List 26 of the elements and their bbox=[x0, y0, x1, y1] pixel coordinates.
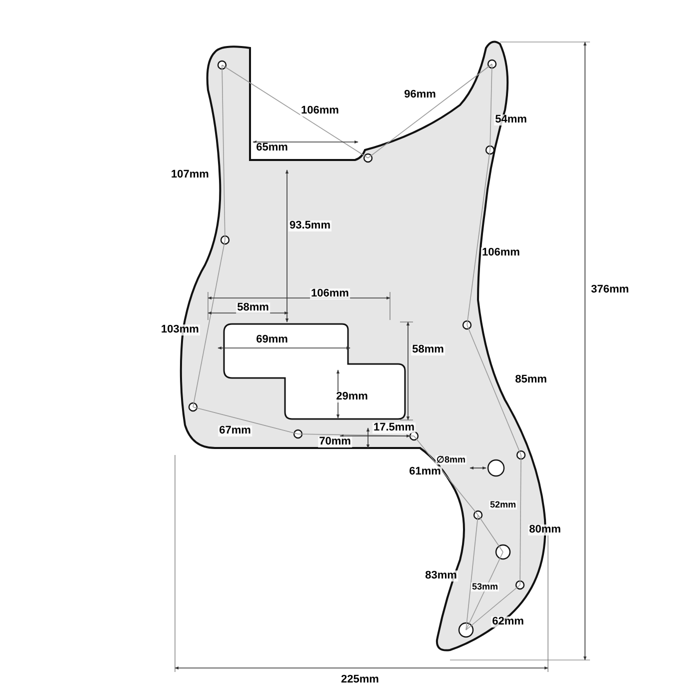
dimension-label: 54mm bbox=[494, 114, 528, 126]
dimension-label: 58mm bbox=[236, 302, 270, 314]
dimension-label: 29mm bbox=[335, 392, 369, 402]
dimension-label: 107mm bbox=[170, 170, 210, 180]
dimension-label: 69mm bbox=[255, 334, 289, 346]
dimension-label: 106mm bbox=[481, 248, 521, 258]
dimension-label: 376mm bbox=[590, 284, 630, 296]
dimension-label: 106mm bbox=[310, 288, 350, 300]
dimension-label: 17.5mm bbox=[372, 422, 416, 434]
dimension-label: 93.5mm bbox=[288, 220, 332, 232]
dimension-label: 96mm bbox=[403, 90, 437, 100]
dimension-label: 80mm bbox=[528, 524, 562, 536]
dimension-label: 65mm bbox=[255, 142, 289, 154]
dimension-label: 52mm bbox=[489, 500, 517, 510]
dimension-label: 103mm bbox=[160, 324, 200, 336]
dimension-label: 106mm bbox=[300, 106, 340, 116]
dimension-label: 53mm bbox=[471, 582, 499, 592]
dimension-label: 61mm bbox=[408, 466, 442, 478]
dimension-label: 83mm bbox=[424, 570, 458, 582]
dimension-label: 58mm bbox=[411, 344, 445, 356]
dimension-label: 225mm bbox=[340, 674, 380, 686]
dimension-label: 85mm bbox=[514, 374, 548, 386]
dimension-label: 67mm bbox=[218, 426, 252, 436]
dimension-label: ∅8mm bbox=[436, 456, 466, 464]
dimension-label: 70mm bbox=[318, 436, 352, 448]
dimension-label: 62mm bbox=[491, 616, 525, 628]
